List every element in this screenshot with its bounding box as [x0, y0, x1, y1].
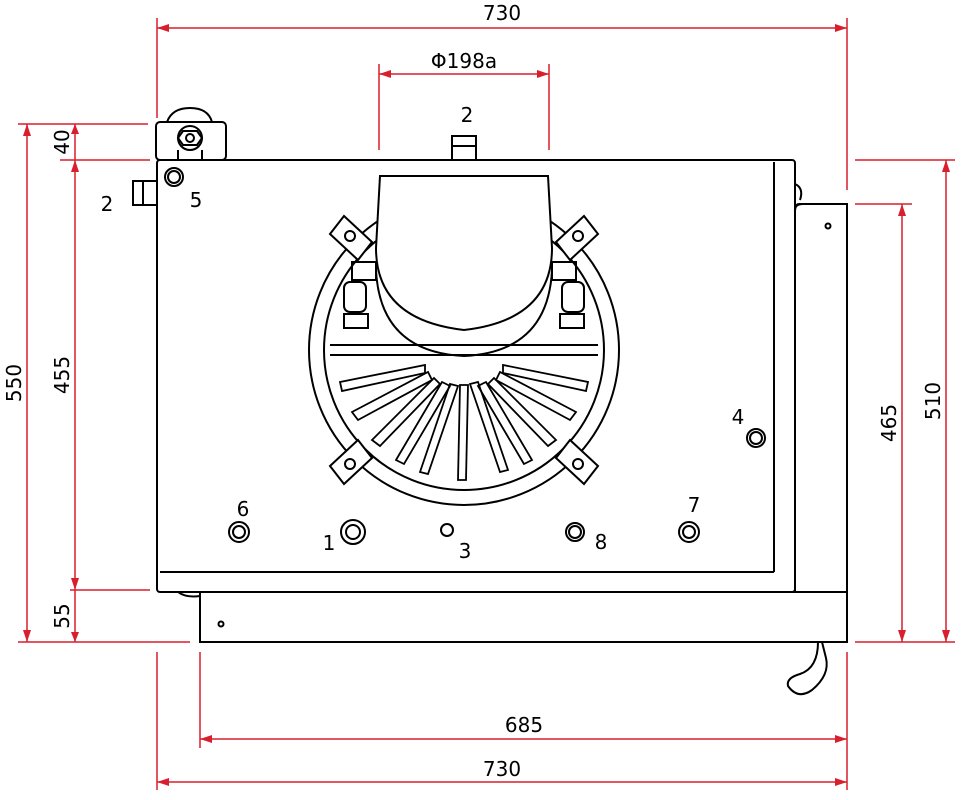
- callout-hole-1: 1: [323, 531, 336, 555]
- drain-hose: [786, 641, 828, 696]
- valve-block: [155, 121, 227, 161]
- dim-left-total: 550: [2, 364, 26, 402]
- grille-spokes: [338, 363, 590, 481]
- dim-left-bottom: 55: [50, 603, 74, 628]
- top-right-nub: [794, 183, 803, 201]
- hole-4: [746, 428, 766, 448]
- dim-left-body: 455: [50, 356, 74, 394]
- bottom-left-nub: [177, 591, 201, 598]
- bottom-tray: [199, 591, 848, 643]
- clamp-right: [551, 261, 585, 329]
- hole-1: [340, 519, 366, 545]
- callout-hole-4: 4: [732, 405, 745, 429]
- callout-hole-5: 5: [190, 188, 203, 212]
- dim-fan-diameter: Φ198a: [431, 49, 497, 73]
- hole-8: [565, 522, 585, 542]
- hole-5: [164, 167, 184, 187]
- dim-bottom-outer: 730: [483, 757, 521, 781]
- callout-labels: 2 2 5 4 6 1 3 8 7: [101, 103, 745, 563]
- dim-left-top: 40: [50, 129, 74, 154]
- hole-7: [678, 521, 700, 543]
- clamp-left: [343, 261, 377, 329]
- hole-3: [440, 523, 454, 537]
- callout-hole-6: 6: [237, 497, 250, 521]
- dim-top-width: 730: [483, 1, 521, 25]
- fan-assembly: [308, 175, 620, 506]
- valve-core: [185, 133, 195, 143]
- callout-top-port: 2: [461, 103, 474, 127]
- mount-ear-bottom-right: [554, 438, 600, 486]
- mount-ear-bottom-left: [328, 438, 374, 486]
- dimension-arrows: [23, 24, 950, 786]
- callout-hole-7: 7: [688, 493, 701, 517]
- dim-right-outer: 510: [921, 382, 945, 420]
- dimension-lines: [18, 18, 955, 790]
- valve-nut: [176, 130, 204, 146]
- unit-outline: [132, 106, 848, 696]
- dim-bottom-inner: 685: [505, 713, 543, 737]
- mount-ear-top-left: [328, 214, 374, 262]
- motor-housing: [374, 175, 554, 332]
- plate-screw-right: [824, 222, 832, 230]
- valve-bracket: [166, 106, 213, 123]
- callout-hole-3: 3: [459, 539, 472, 563]
- hole-6: [228, 521, 250, 543]
- mount-ear-top-right: [554, 214, 600, 262]
- right-side-bracket: [794, 203, 847, 211]
- dim-right-inner: 465: [877, 404, 901, 442]
- side-port: [132, 180, 158, 206]
- holes: [164, 167, 766, 545]
- dimension-labels: 730 Φ198a 685 730 550 455 40 55 465 510: [2, 1, 945, 781]
- top-port: [451, 135, 477, 161]
- plate-screw-bottom: [217, 620, 225, 628]
- callout-hole-8: 8: [595, 530, 608, 554]
- valve-outer: [177, 125, 203, 151]
- callout-side-port: 2: [101, 192, 114, 216]
